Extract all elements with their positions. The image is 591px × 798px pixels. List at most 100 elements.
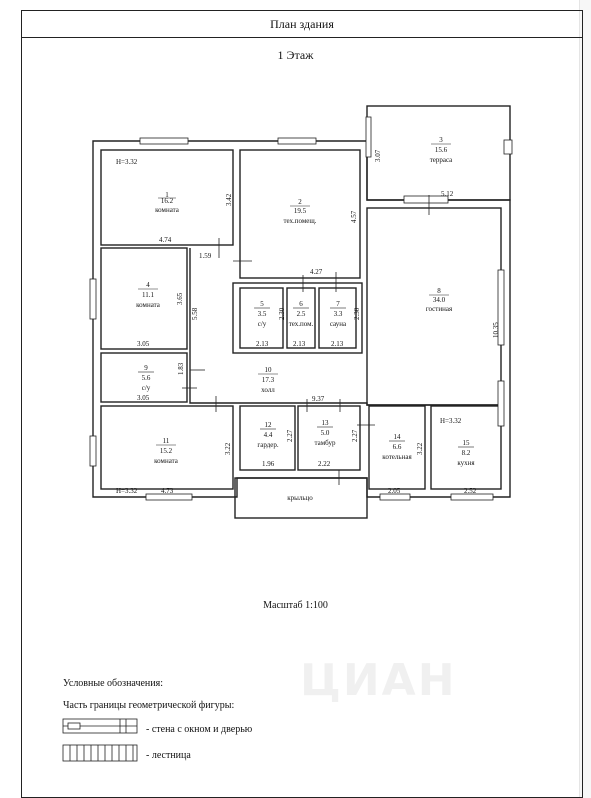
window <box>497 380 505 427</box>
room-area: 11.1 <box>142 291 154 299</box>
dimension: 2.27 <box>351 429 359 442</box>
dimension: 1.83 <box>177 362 185 375</box>
legend-item-wall: - стена с окном и дверью <box>146 724 253 735</box>
room-name: комната <box>154 457 179 465</box>
room-name: с/у <box>258 320 267 328</box>
room-area: 16.2 <box>161 197 174 205</box>
room-13-wall <box>297 405 361 471</box>
window <box>139 137 189 145</box>
room-area: 34.0 <box>433 296 446 304</box>
room-9-wall <box>100 352 188 403</box>
room-number: 5 <box>260 300 264 308</box>
room-labels: 1 16.2 комната 2 19.5 тех.помещ. 3 15.6 … <box>136 136 475 502</box>
room-number: 12 <box>265 421 273 429</box>
window <box>403 195 449 204</box>
dimension: 3.22 <box>416 442 424 455</box>
wet-block-wall <box>232 282 363 354</box>
room-12-wall <box>239 405 296 471</box>
room-area: 2.5 <box>297 310 306 318</box>
room-5-wall <box>239 287 284 349</box>
room-name: сауна <box>330 320 347 328</box>
room-area: 5.0 <box>321 429 330 437</box>
room-6-wall <box>286 287 316 349</box>
window <box>450 493 494 501</box>
room-number: 2 <box>298 198 302 206</box>
room-name: тех.помещ. <box>283 217 316 225</box>
room-number: 11 <box>163 437 170 445</box>
dimension: 2.27 <box>286 429 294 442</box>
room-1-wall <box>100 149 234 246</box>
plan-title: План здания <box>21 10 583 38</box>
window <box>89 278 97 320</box>
dimension: 4.57 <box>350 210 358 223</box>
dimension: 2.13 <box>293 340 306 348</box>
room-2-wall <box>239 149 361 279</box>
dimension: 3.22 <box>224 442 232 455</box>
dimension: 4.74 <box>159 236 172 244</box>
dimension: 2.13 <box>256 340 269 348</box>
room-area: 19.5 <box>294 207 307 215</box>
dimension: 3.05 <box>137 340 150 348</box>
dimension: 3.05 <box>137 394 150 402</box>
room-number: 3 <box>439 136 443 144</box>
room-name: кухня <box>457 459 475 467</box>
room-area: 6.6 <box>393 443 402 451</box>
dimension: 2.30 <box>353 307 361 320</box>
room-name: холл <box>261 386 275 394</box>
plan-title-text: План здания <box>270 16 334 31</box>
room-name: терраса <box>430 156 453 164</box>
scale-label: Масштаб 1:100 <box>263 600 328 611</box>
window <box>365 116 372 158</box>
dimension: 5.12 <box>441 190 454 198</box>
room-number: 10 <box>265 366 273 374</box>
porch-label: крыльцо <box>287 494 313 502</box>
dimension: 2.05 <box>388 487 401 495</box>
dimension: 1.96 <box>262 460 275 468</box>
hall-wall <box>189 248 501 406</box>
room-name: тех.пом. <box>289 320 314 328</box>
room-area: 8.2 <box>462 449 471 457</box>
floor-label: 1 Этаж <box>277 48 314 62</box>
room-name: тамбур <box>315 439 336 447</box>
dimension: 2.13 <box>331 340 344 348</box>
dimension-labels: H=3.32 H=3.32 H=3.32 4.74 3.42 1.59 4.57… <box>116 149 500 495</box>
watermark-logo: ЦИАН <box>300 655 457 706</box>
room-area: 3.3 <box>334 310 343 318</box>
dimension: 3.07 <box>374 149 382 162</box>
room-number: 14 <box>394 433 402 441</box>
room-number: 13 <box>322 419 330 427</box>
windows <box>89 116 513 501</box>
dimension: 10.35 <box>492 322 500 338</box>
room-name: комната <box>155 206 180 214</box>
dimension: 4.73 <box>161 487 174 495</box>
height-mark: H=3.32 <box>440 417 462 425</box>
dimension: 1.59 <box>199 252 212 260</box>
dimension: 3.65 <box>176 292 184 305</box>
dimension: 4.27 <box>310 268 323 276</box>
room-4-wall <box>100 247 188 350</box>
window <box>379 493 411 501</box>
legend-subtitle: Часть границы геометрической фигуры: <box>63 700 235 711</box>
room-name: гостиная <box>426 305 453 313</box>
dimension: 5.58 <box>191 307 199 320</box>
dimension: 2.30 <box>278 307 286 320</box>
room-area: 5.6 <box>142 374 151 382</box>
height-mark: H=3.32 <box>116 487 138 495</box>
room-name: комната <box>136 301 161 309</box>
room-11-wall <box>100 405 234 490</box>
room-15-wall <box>430 405 502 490</box>
room-number: 7 <box>336 300 340 308</box>
room-number: 8 <box>437 287 441 295</box>
dimension: 9.37 <box>312 395 325 403</box>
dimension: 3.42 <box>225 193 233 206</box>
window <box>89 435 97 467</box>
room-name: гардер. <box>257 441 279 449</box>
porch-outline <box>234 477 368 519</box>
room-name: с/у <box>142 384 151 392</box>
window <box>145 493 193 501</box>
floor-plan: 1 16.2 комната 2 19.5 тех.помещ. 3 15.6 … <box>89 105 513 519</box>
window <box>497 269 505 346</box>
door-marks <box>182 195 430 485</box>
room-7-wall <box>318 287 357 349</box>
room-number: 9 <box>144 364 148 372</box>
